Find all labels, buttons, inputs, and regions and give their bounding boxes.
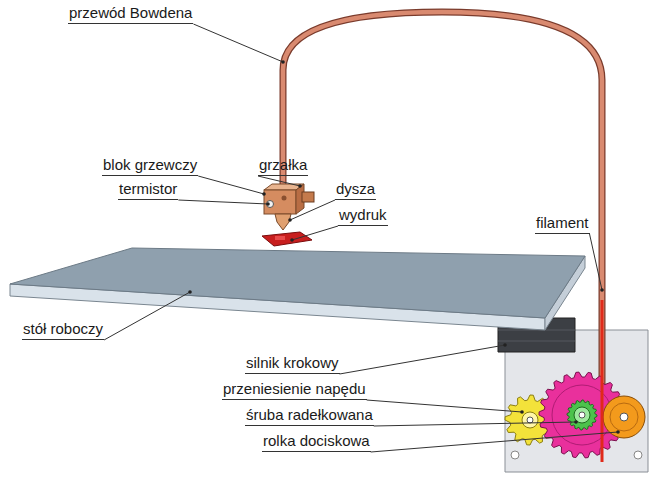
part-label: silnik krokowy — [245, 354, 340, 374]
leader-dot — [574, 420, 578, 424]
heater-cartridge — [302, 192, 314, 202]
part-label: śruba radełkowana — [245, 406, 374, 426]
leader-line — [290, 200, 335, 220]
part-label: filament — [535, 214, 590, 234]
leader-line — [374, 422, 576, 426]
part-label: stół roboczy — [22, 320, 104, 340]
part-label: grzałka — [258, 156, 308, 176]
leader-line — [198, 176, 264, 194]
part-label: dysza — [335, 180, 376, 200]
pressure-roller — [603, 396, 645, 438]
leader-line — [590, 234, 602, 290]
filament-strand — [601, 300, 604, 462]
part-label: wydruk — [338, 206, 388, 226]
work-table — [10, 248, 585, 318]
print-object — [262, 232, 312, 246]
leader-line — [258, 176, 300, 186]
leader-line — [292, 226, 338, 240]
leader-line — [371, 432, 618, 452]
leader-dot — [188, 290, 192, 294]
part-label: blok grzewczy — [102, 156, 198, 176]
leader-dot — [262, 192, 266, 196]
leader-dot — [290, 238, 294, 242]
leader-dot — [298, 184, 302, 188]
leader-line — [340, 345, 505, 374]
nozzle — [275, 214, 291, 230]
leader-dot — [520, 410, 524, 414]
leader-dot — [281, 60, 285, 64]
bowden-tube — [283, 12, 602, 395]
part-label: przeniesienie napędu — [222, 380, 367, 400]
leader-line — [193, 24, 283, 62]
knurled-bolt — [567, 400, 597, 430]
leader-dot — [503, 343, 507, 347]
leader-dot — [288, 218, 292, 222]
leader-line — [178, 200, 268, 204]
part-label: rolka dociskowa — [262, 432, 371, 452]
heater-block-front — [264, 190, 296, 214]
part-label: termistor — [118, 180, 178, 200]
leader-dot — [616, 430, 620, 434]
leader-line — [367, 400, 522, 412]
part-label: przewód Bowdena — [68, 4, 193, 24]
leader-line — [104, 292, 190, 340]
leader-dot — [600, 288, 604, 292]
leader-dot — [266, 202, 270, 206]
thermistor-hole — [267, 201, 274, 208]
